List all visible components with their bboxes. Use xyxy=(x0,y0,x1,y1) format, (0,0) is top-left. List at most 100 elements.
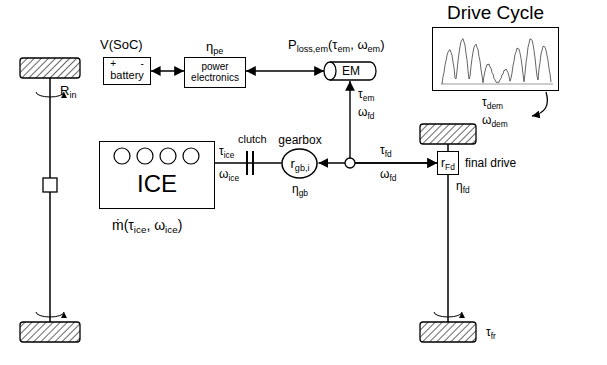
headAbove-node: gearbox rgb,i xyxy=(278,133,321,179)
text-run: τ xyxy=(482,95,487,109)
text-run: ω xyxy=(358,105,367,119)
signal-label: τfd xyxy=(380,144,392,157)
rotation-arrow xyxy=(434,312,462,317)
text-run: battery xyxy=(110,69,144,81)
rotation-arrow xyxy=(36,92,64,97)
subscript: fd xyxy=(389,173,396,183)
headRight-node: rFd final drive xyxy=(437,151,516,175)
terminal-minus: - xyxy=(140,59,143,69)
engine-cylinder xyxy=(183,148,199,164)
text-run: ( xyxy=(328,37,332,52)
subscript: gb,i xyxy=(295,162,310,172)
text-run: τ xyxy=(380,143,385,157)
subscript: pe xyxy=(213,46,223,56)
signal-label: ηpe xyxy=(206,40,223,54)
text-run: ω xyxy=(380,167,389,181)
final-drive-box: rFd xyxy=(437,151,459,175)
signal-label: τdem xyxy=(482,96,503,109)
text-run: P xyxy=(288,37,297,52)
subscript: ice xyxy=(165,224,178,235)
battery-box: +-battery xyxy=(103,57,151,85)
text-run: r xyxy=(441,156,445,170)
subscript: em xyxy=(363,93,375,103)
text-run: , xyxy=(350,37,357,52)
text-run: EM xyxy=(342,64,360,78)
signal-label: ηfd xyxy=(456,180,470,193)
engine-cylinder xyxy=(114,148,130,164)
shaft-connector xyxy=(215,162,281,163)
text-run: - xyxy=(140,58,143,69)
signal-label: τice xyxy=(219,145,234,158)
motor-cylinder: EM xyxy=(324,61,376,81)
battery-node: +-battery xyxy=(103,57,151,85)
wheel xyxy=(420,124,476,144)
engine-box: ICE xyxy=(99,141,215,209)
signal-label: ωice xyxy=(219,168,239,181)
text-run: ω xyxy=(154,217,165,233)
signal-label: ωfd xyxy=(380,168,396,181)
text-run: τ xyxy=(486,325,491,339)
part-name: gearbox xyxy=(278,133,321,147)
subscript: fd xyxy=(367,111,374,121)
subscript: em xyxy=(368,44,381,54)
text-run: gearbox xyxy=(278,133,321,147)
converter-box: power electronics xyxy=(184,57,246,88)
signal-label: ηgb xyxy=(292,183,308,196)
wheel xyxy=(420,322,476,342)
subscript: dem xyxy=(491,119,507,129)
subscript: ice xyxy=(224,150,235,160)
text-run: ω xyxy=(219,167,228,181)
chart-title: Drive Cycle xyxy=(447,2,544,24)
text-run: η xyxy=(206,39,213,54)
subscript: ice xyxy=(228,173,239,183)
text-run: final drive xyxy=(465,156,516,170)
text-run: ω xyxy=(357,37,367,52)
engine-cylinder xyxy=(160,148,176,164)
subscript: fd xyxy=(385,149,392,159)
engine-cylinder xyxy=(137,148,153,164)
cylinder-row xyxy=(111,146,203,166)
cycle-arrow xyxy=(532,92,547,116)
signal-label: τem xyxy=(358,88,374,101)
signal-label: V(SoC) xyxy=(100,38,143,52)
ratio-label: rFd xyxy=(441,156,455,170)
rear-axle xyxy=(49,78,51,322)
text-run: τ xyxy=(332,37,337,52)
text-run: τ xyxy=(358,87,363,101)
signal-label: τfr xyxy=(486,326,496,339)
subscript: Fd xyxy=(445,162,455,172)
text-run: ω xyxy=(482,113,491,127)
subscript: gb xyxy=(299,188,308,198)
subscript: em xyxy=(338,44,351,54)
signal-label: Ploss,em(τem, ωem) xyxy=(288,38,385,52)
drive-cycle-plot xyxy=(433,28,558,90)
edge-label: clutch xyxy=(236,133,269,145)
subscript: ice xyxy=(134,224,147,235)
converter-label: power electronics xyxy=(189,61,241,84)
text-run: η xyxy=(456,179,463,193)
terminal-row: +- xyxy=(110,59,144,69)
chart-node: Drive Cycle xyxy=(432,2,559,91)
signal-label: ωfd xyxy=(358,106,374,119)
ice-node: ICE xyxy=(99,141,215,209)
text-run: R xyxy=(60,83,69,98)
text-run: power electronics xyxy=(191,61,239,84)
text-run: V(SoC) xyxy=(100,37,143,52)
ratio-label: rgb,i xyxy=(290,156,309,171)
text-run: r xyxy=(290,156,294,171)
text-run: ICE xyxy=(137,170,177,197)
shaft-connector xyxy=(246,70,324,71)
text-run: Drive Cycle xyxy=(447,2,544,23)
subscript: loss,em xyxy=(297,44,328,54)
motor-label: EM xyxy=(342,64,360,78)
subscript: fr xyxy=(491,331,496,341)
text-run: ) xyxy=(178,217,183,233)
signal-label: ṁ(τice, ωice) xyxy=(112,218,182,233)
text-run: + xyxy=(110,58,116,69)
rotation-arrow xyxy=(36,312,64,317)
text-run: clutch xyxy=(238,133,267,145)
signal-label: ωdem xyxy=(482,114,508,127)
part-name: final drive xyxy=(465,156,516,170)
signal-label: Rin xyxy=(60,84,76,98)
